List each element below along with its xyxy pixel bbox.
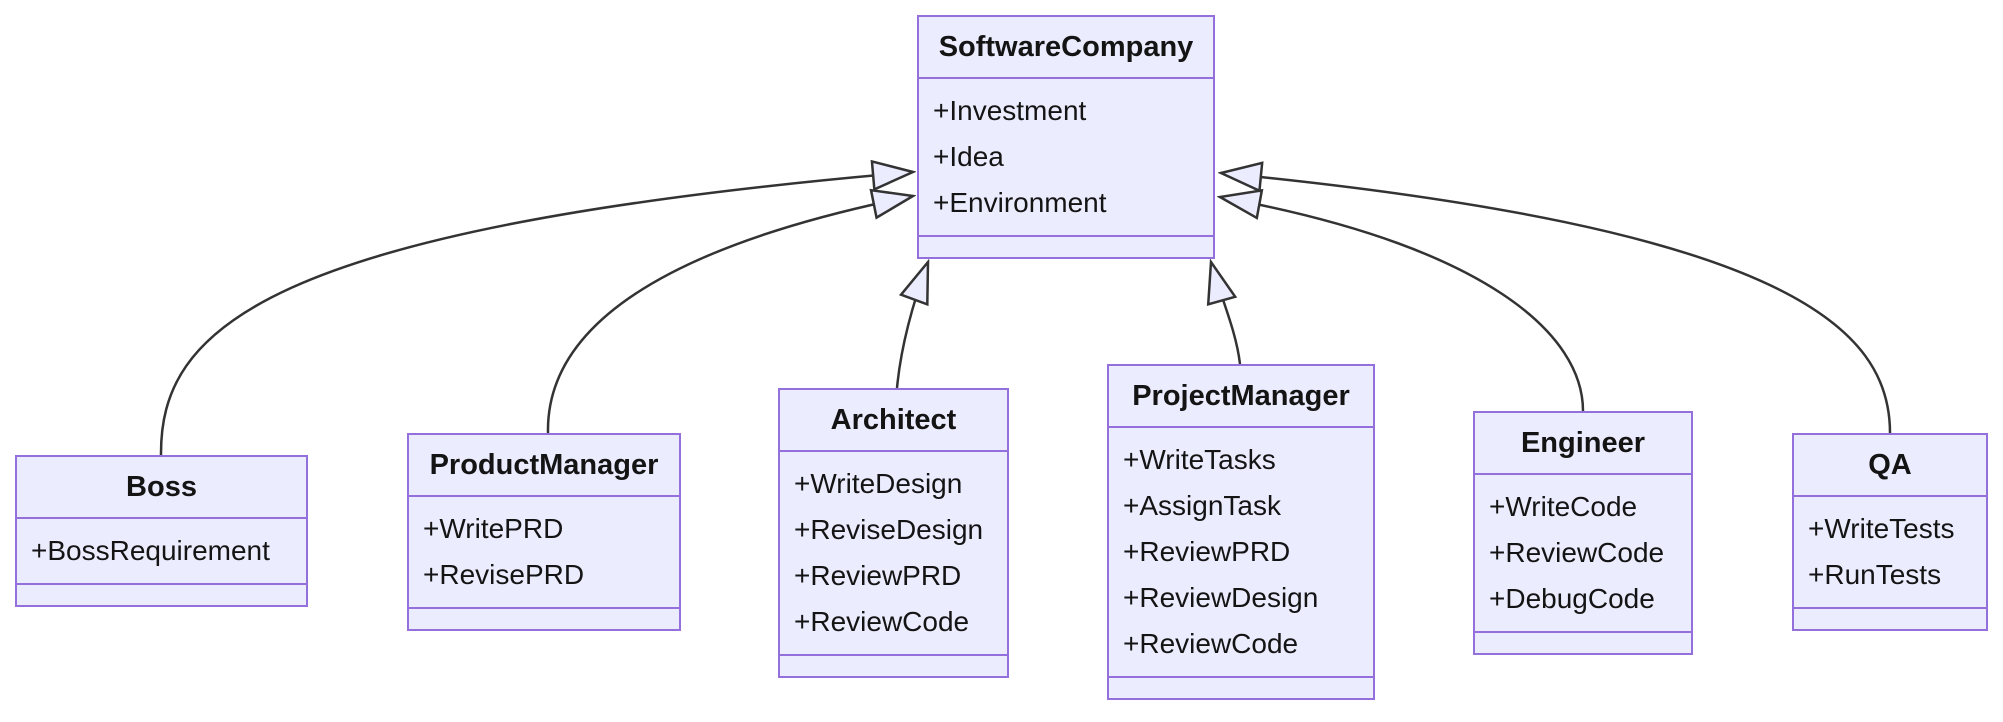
class-member: +ReviseDesign xyxy=(794,514,984,545)
inheritance-arrow-architect-to-softwarecompany xyxy=(895,262,928,389)
class-title: ProjectManager xyxy=(1132,380,1350,412)
class-architect: Architect +WriteDesign +ReviseDesign +Re… xyxy=(778,388,1009,678)
class-engineer: Engineer +WriteCode +ReviewCode +DebugCo… xyxy=(1473,411,1693,655)
class-title: Boss xyxy=(126,471,197,503)
class-title: Architect xyxy=(830,404,957,436)
class-member: +DebugCode xyxy=(1489,583,1655,614)
class-member: +ReviewCode xyxy=(1489,537,1665,568)
class-methods-empty xyxy=(780,656,1007,676)
class-member: +Investment xyxy=(933,95,1087,126)
class-member: +RevisePRD xyxy=(423,559,585,590)
class-members: +Investment +Idea +Environment xyxy=(919,77,1213,237)
class-member: +AssignTask xyxy=(1123,490,1281,521)
class-methods-empty xyxy=(17,585,306,605)
class-methods-empty xyxy=(409,609,679,629)
class-projectmanager: ProjectManager +WriteTasks +AssignTask +… xyxy=(1107,364,1375,700)
class-methods-empty xyxy=(919,237,1213,257)
class-member: +ReviewPRD xyxy=(794,560,962,591)
class-title: QA xyxy=(1868,449,1912,481)
class-member: +ReviewPRD xyxy=(1123,536,1291,567)
class-boss: Boss +BossRequirement xyxy=(15,455,308,607)
class-title: ProductManager xyxy=(429,449,659,481)
inheritance-arrow-qa-to-softwarecompany xyxy=(1221,173,1892,434)
class-member: +WriteTests xyxy=(1808,513,1955,544)
class-member: +WriteTasks xyxy=(1123,444,1276,475)
class-members: +WriteCode +ReviewCode +DebugCode xyxy=(1475,473,1691,633)
class-members: +WriteDesign +ReviseDesign +ReviewPRD +R… xyxy=(780,450,1007,656)
class-member: +WriteCode xyxy=(1489,491,1638,522)
class-member: +WriteDesign xyxy=(794,468,963,499)
class-methods-empty xyxy=(1794,609,1986,629)
class-member: +RunTests xyxy=(1808,559,1942,590)
class-qa: QA +WriteTests +RunTests xyxy=(1792,433,1988,631)
class-title: SoftwareCompany xyxy=(938,31,1194,63)
inheritance-arrow-projectmanager-to-softwarecompany xyxy=(1211,262,1242,365)
class-methods-empty xyxy=(1475,633,1691,653)
class-members: +WriteTasks +AssignTask +ReviewPRD +Revi… xyxy=(1109,426,1373,678)
class-title: Engineer xyxy=(1520,427,1646,459)
class-methods-empty xyxy=(1109,678,1373,698)
class-member: +Environment xyxy=(933,187,1107,218)
class-members: +BossRequirement xyxy=(17,517,306,585)
class-member: +ReviewDesign xyxy=(1123,582,1319,613)
class-member: +ReviewCode xyxy=(1123,628,1299,659)
class-softwarecompany: SoftwareCompany +Investment +Idea +Envir… xyxy=(917,15,1215,259)
class-member: +BossRequirement xyxy=(31,535,270,566)
class-productmanager: ProductManager +WritePRD +RevisePRD xyxy=(407,433,681,631)
class-member: +ReviewCode xyxy=(794,606,970,637)
inheritance-arrow-engineer-to-softwarecompany xyxy=(1220,197,1585,412)
class-member: +WritePRD xyxy=(423,513,564,544)
inheritance-arrow-boss-to-softwarecompany xyxy=(159,172,913,456)
inheritance-arrow-productmanager-to-softwarecompany xyxy=(546,196,913,434)
class-member: +Idea xyxy=(933,141,1004,172)
class-members: +WriteTests +RunTests xyxy=(1794,495,1986,609)
class-members: +WritePRD +RevisePRD xyxy=(409,495,679,609)
